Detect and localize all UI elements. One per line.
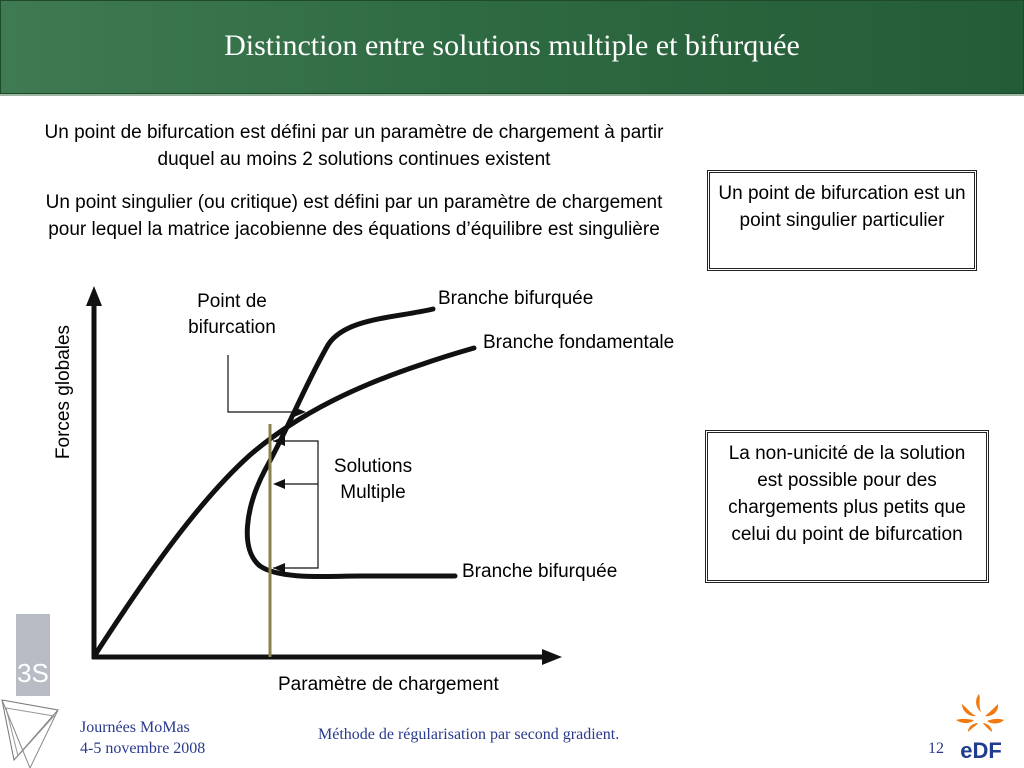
svg-text:eDF: eDF: [960, 738, 1002, 763]
bifurcation-definition: Un point de bifurcation est défini par u…: [44, 122, 664, 170]
page-number: 12: [928, 740, 944, 757]
multiple-solutions-bracket: [273, 440, 319, 569]
svg-text:3S: 3S: [17, 658, 49, 688]
multiple-solutions-label: Solutions Multiple: [333, 456, 413, 503]
arrow-lower-solution: [273, 563, 285, 573]
footer-event-date: 4-5 novembre 2008: [80, 740, 206, 757]
singular-point-definition: Un point singulier (ou critique) est déf…: [45, 192, 663, 240]
arrow-middle-solution: [273, 479, 285, 489]
bifurcation-pointer-line: [227, 355, 296, 413]
slide-header: Distinction entre solutions multiple et …: [0, 0, 1024, 96]
x-axis-label: Paramètre de chargement: [278, 674, 499, 695]
lower-bifurcated-branch-label: Branche bifurquée: [462, 561, 618, 582]
fundamental-branch-label: Branche fondamentale: [483, 332, 675, 353]
slide-title: Distinction entre solutions multiple et …: [224, 29, 800, 62]
bifurcated-branch-curve: [244, 306, 458, 580]
footer-event: Journées MoMas 4-5 novembre 2008: [80, 717, 205, 759]
x-axis-arrow: [542, 649, 562, 665]
footer-subtitle: Méthode de régularisation par second gra…: [318, 726, 620, 743]
bifurcation-pointer-arrow: [294, 407, 306, 417]
info-box-bifurcation: Un point de bifurcation est un point sin…: [707, 170, 977, 271]
footer-event-name: Journées MoMas: [80, 719, 190, 736]
bifurcation-point-label: Point de bifurcation: [188, 291, 276, 338]
3s-logo: 3S: [1, 614, 59, 768]
y-axis-arrow: [86, 286, 102, 306]
y-axis-label: Forces globales: [53, 324, 74, 460]
edf-logo: eDF: [956, 694, 1004, 763]
info-box-non-uniqueness: La non-unicité de la solution est possib…: [705, 430, 989, 583]
upper-bifurcated-branch-label: Branche bifurquée: [438, 288, 594, 309]
arrow-upper-solution: [273, 436, 285, 446]
